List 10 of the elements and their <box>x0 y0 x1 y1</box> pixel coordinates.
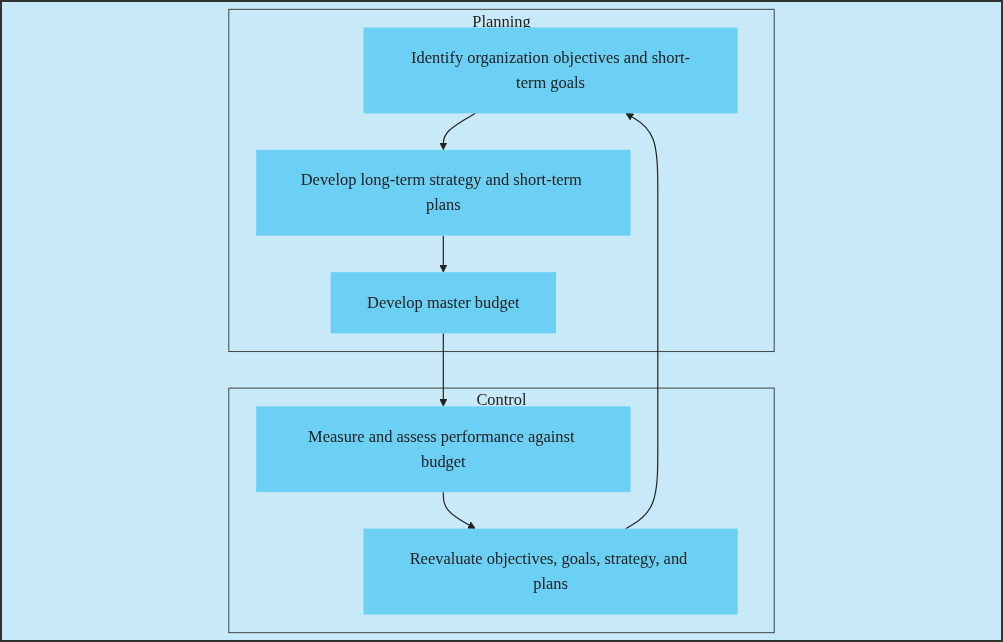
node-box: Identify organization objectives and short-term goals <box>363 27 738 114</box>
arrow <box>439 112 476 151</box>
arrow <box>442 491 476 529</box>
arrow <box>439 235 448 273</box>
node-box: Develop long-term strategy and short-term plans <box>256 149 631 236</box>
node-box: Develop master budget <box>330 272 556 334</box>
arrow <box>625 113 659 530</box>
node-box: Reevaluate objectives, goals, strategy, and plans <box>363 528 738 615</box>
arrow <box>439 332 448 407</box>
node-box: Measure and assess performance against budget <box>256 406 631 493</box>
